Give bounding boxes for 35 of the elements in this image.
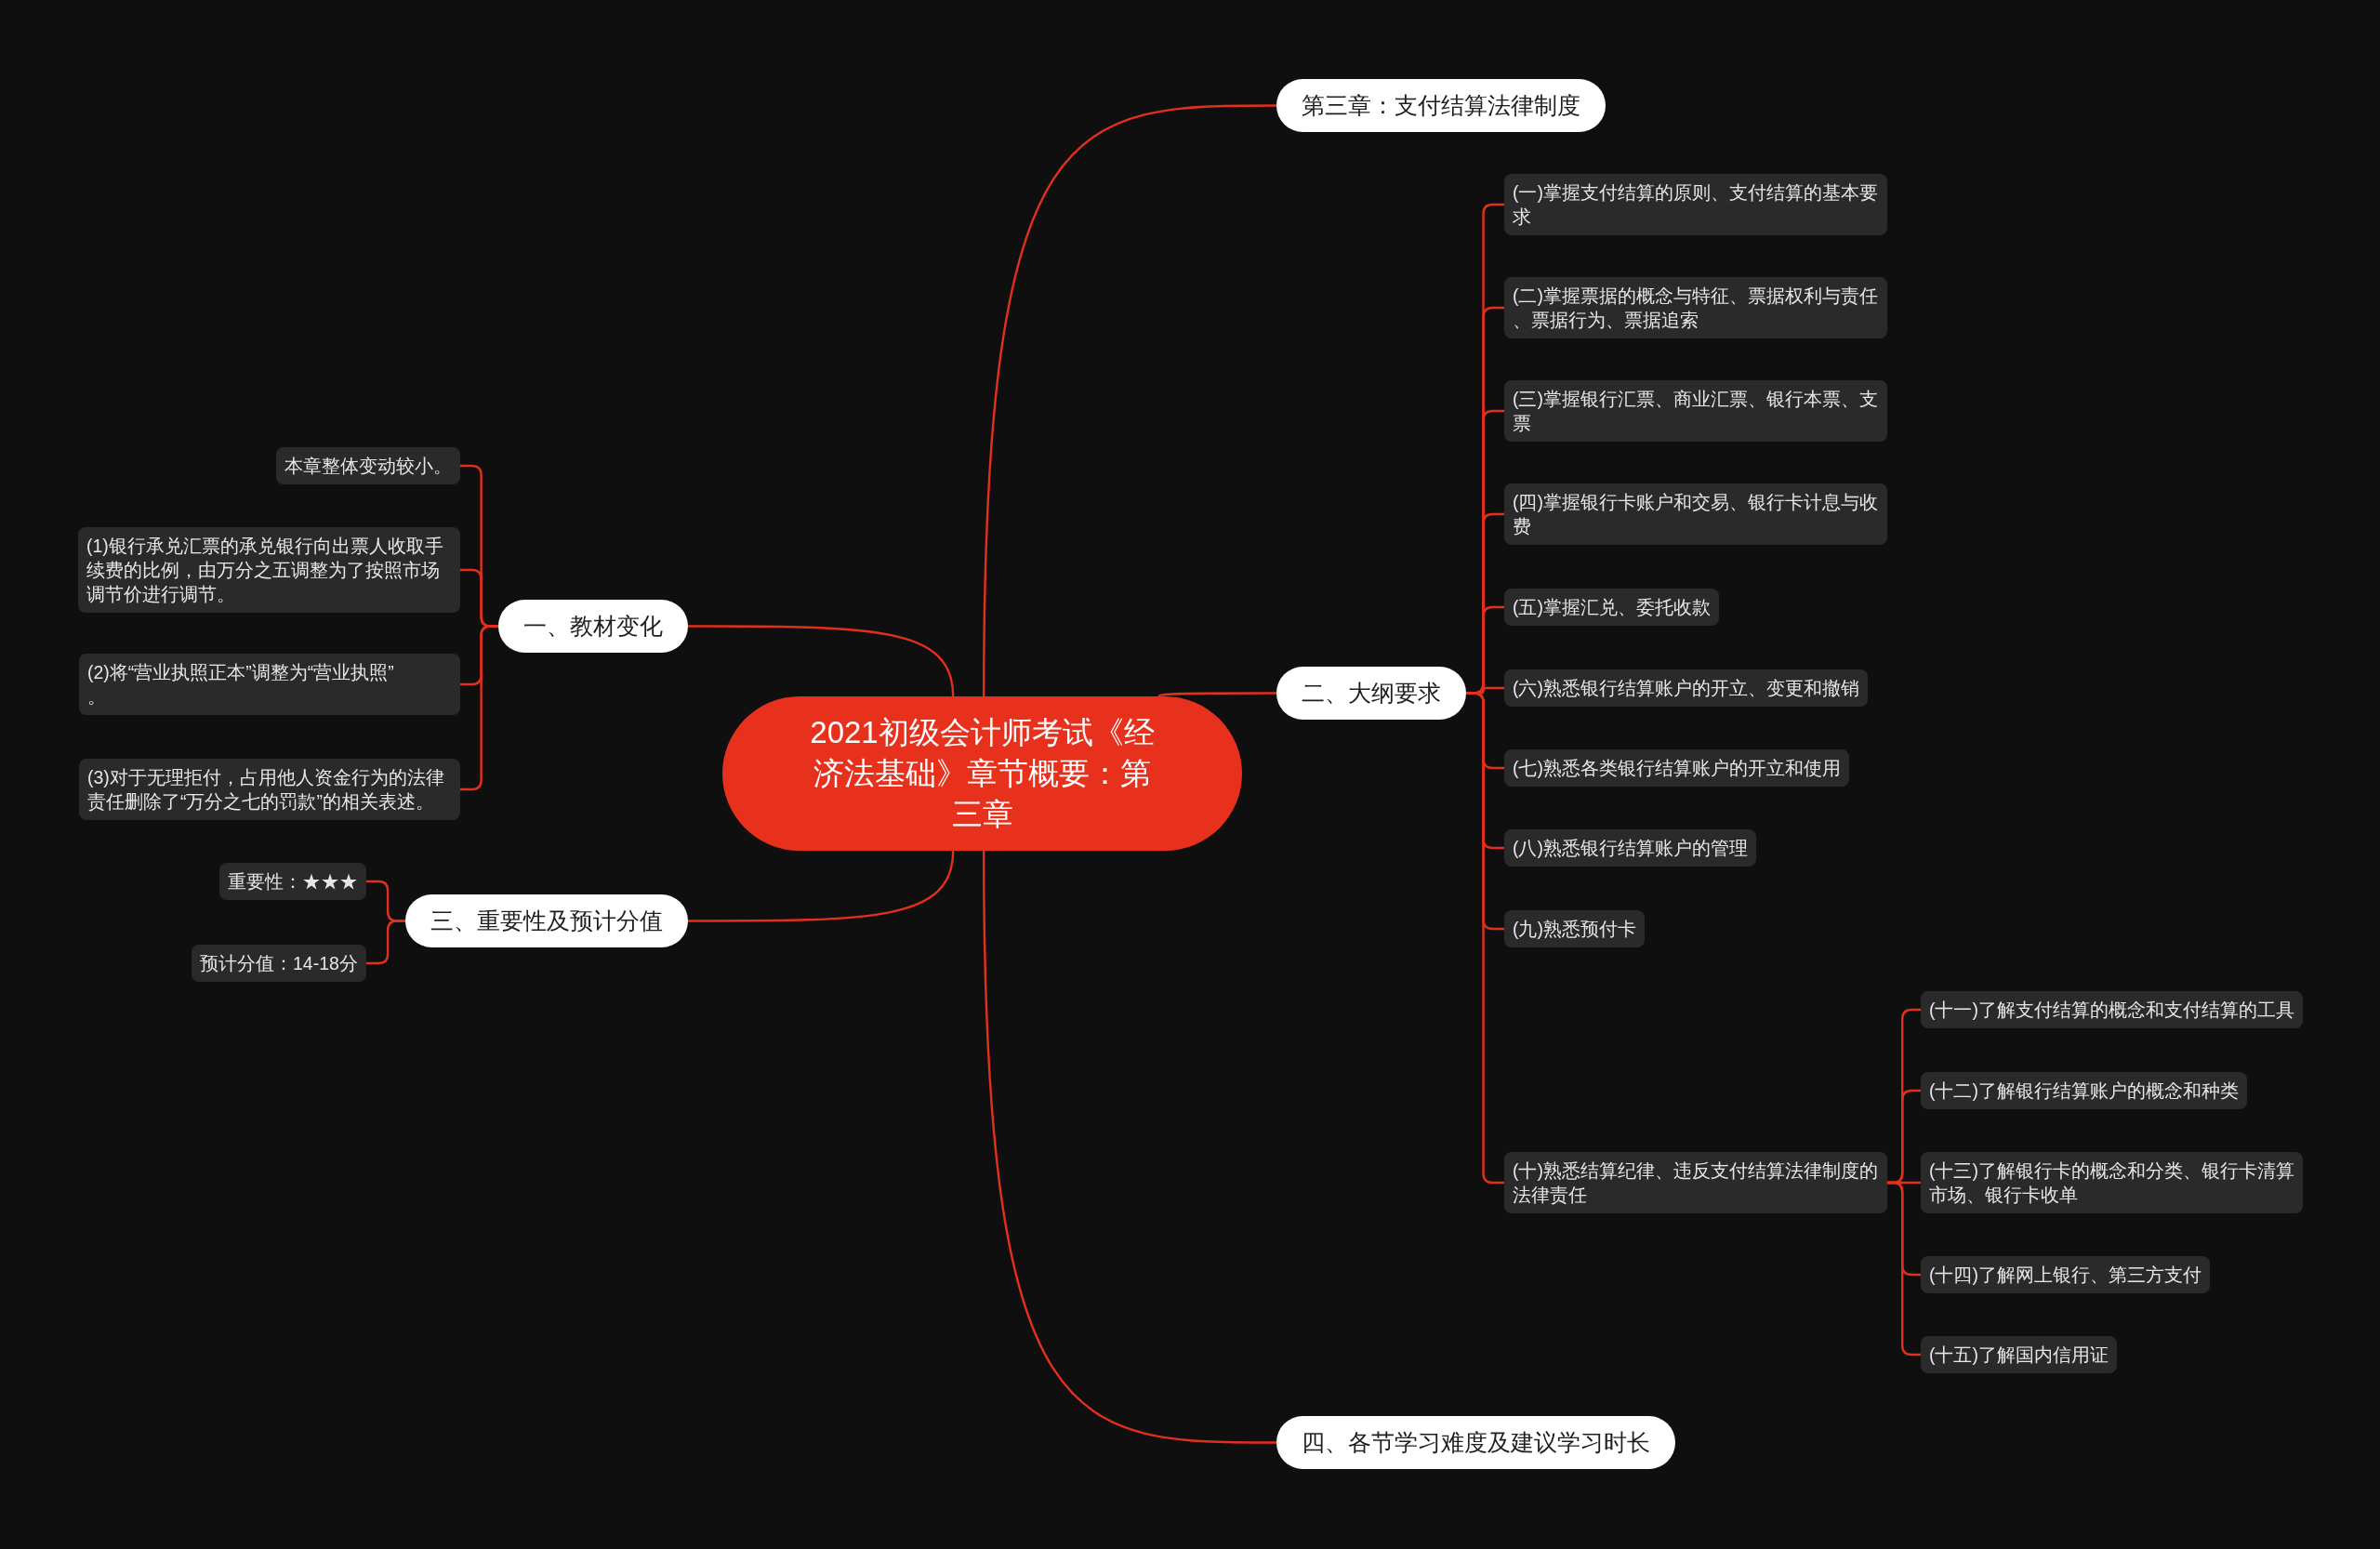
connector-line	[983, 104, 1276, 696]
subtopic-card: 重要性：★★★	[219, 863, 366, 900]
topic-pill: 第三章：支付结算法律制度	[1276, 79, 1606, 132]
connector-line	[366, 920, 405, 965]
subtopic-card: (十一)了解支付结算的概念和支付结算的工具	[1921, 991, 2303, 1028]
subtopic-card: (五)掌握汇兑、委托收款	[1504, 589, 1719, 626]
subtopic-card: (1)银行承兑汇票的承兑银行向出票人收取手续费的比例，由万分之五调整为了按照市场调节价进行调节。	[78, 527, 460, 613]
subtopic-card: 本章整体变动较小。	[276, 447, 460, 484]
subtopic-card: (十五)了解国内信用证	[1921, 1336, 2117, 1373]
subtopic-card: (十四)了解网上银行、第三方支付	[1921, 1256, 2210, 1293]
connector-line	[983, 851, 1276, 1444]
subtopic-card: (一)掌握支付结算的原则、支付结算的基本要求	[1504, 174, 1887, 235]
subtopic-card: (2)将“营业执照正本”调整为“营业执照”。	[79, 654, 460, 715]
subtopic-card: (三)掌握银行汇票、商业汇票、银行本票、支票	[1504, 380, 1887, 442]
subtopic-card: (十)熟悉结算纪律、违反支付结算法律制度的法律责任	[1504, 1152, 1887, 1213]
subtopic-card: (六)熟悉银行结算账户的开立、变更和撤销	[1504, 669, 1868, 707]
subtopic-card: 预计分值：14-18分	[192, 945, 366, 982]
subtopic-card: (二)掌握票据的概念与特征、票据权利与责任、票据行为、票据追索	[1504, 277, 1887, 338]
subtopic-card: (九)熟悉预付卡	[1504, 910, 1645, 947]
topic-pill: 二、大纲要求	[1276, 667, 1466, 720]
connector-line	[1158, 692, 1276, 698]
connector-line	[688, 850, 955, 922]
connector-line	[460, 625, 498, 791]
topic-pill: 一、教材变化	[498, 600, 688, 653]
subtopic-card: (七)熟悉各类银行结算账户的开立和使用	[1504, 749, 1849, 787]
subtopic-card: (四)掌握银行卡账户和交易、银行卡计息与收费	[1504, 483, 1887, 545]
topic-pill: 四、各节学习难度及建议学习时长	[1276, 1416, 1675, 1469]
subtopic-card: (八)熟悉银行结算账户的管理	[1504, 829, 1756, 867]
subtopic-card: (十三)了解银行卡的概念和分类、银行卡清算市场、银行卡收单	[1921, 1152, 2303, 1213]
connector-line	[1887, 1181, 1921, 1357]
topic-pill: 三、重要性及预计分值	[405, 894, 688, 947]
subtopic-card: (十二)了解银行结算账户的概念和种类	[1921, 1072, 2247, 1109]
subtopic-card: (3)对于无理拒付，占用他人资金行为的法律责任删除了“万分之七的罚款”的相关表述。	[79, 759, 460, 820]
central-topic: 2021初级会计师考试《经济法基础》章节概要：第三章	[722, 696, 1242, 851]
connector-line	[688, 625, 955, 697]
